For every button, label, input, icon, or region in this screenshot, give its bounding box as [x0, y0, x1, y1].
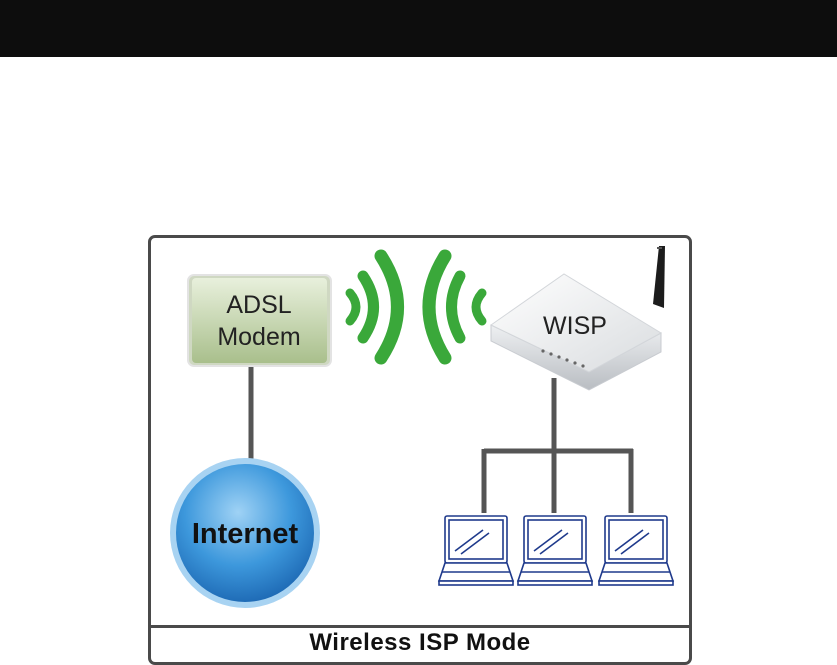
internet-globe: Internet	[170, 458, 320, 608]
modem-label-line1: ADSL	[226, 291, 291, 319]
lan-cabling	[484, 378, 633, 513]
diagram-caption: Wireless ISP Mode	[151, 629, 689, 657]
wifi-waves-icon	[429, 256, 482, 358]
laptop-icon	[518, 516, 592, 585]
router-icon: WISP	[491, 246, 665, 390]
laptop-icon	[599, 516, 673, 585]
network-diagram: ADSL Modem Internet	[151, 238, 689, 625]
laptop-icon	[439, 516, 513, 585]
modem-label-line2: Modem	[217, 323, 300, 351]
router-label: WISP	[543, 312, 607, 340]
internet-label: Internet	[192, 518, 299, 550]
top-bar	[0, 0, 837, 57]
wifi-waves-icon	[350, 256, 398, 358]
adsl-modem: ADSL Modem	[188, 275, 331, 366]
diagram-frame: ADSL Modem Internet	[148, 235, 692, 665]
caption-divider	[151, 625, 689, 628]
